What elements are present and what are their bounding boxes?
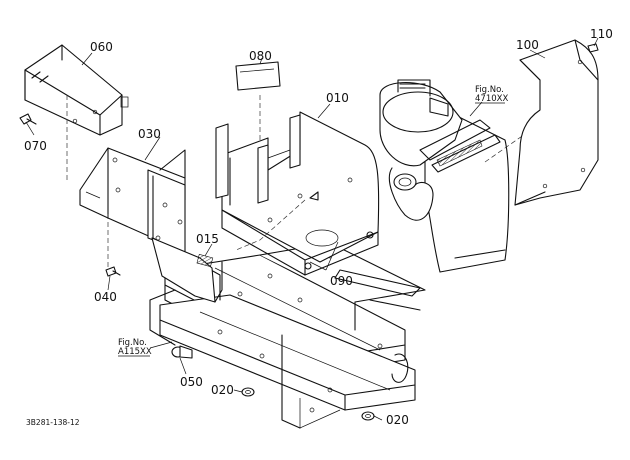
bolt-070 bbox=[19, 113, 37, 125]
label-030: 030 bbox=[138, 127, 161, 141]
label-020-right: 020 bbox=[386, 413, 409, 427]
part-100-cover bbox=[514, 39, 599, 206]
fig-ref-tank-line1: Fig.No. bbox=[475, 85, 504, 95]
label-050: 050 bbox=[180, 375, 203, 389]
label-015: 015 bbox=[196, 232, 219, 246]
label-040: 040 bbox=[94, 290, 117, 304]
nut-020-left bbox=[241, 387, 255, 397]
part-060-cover bbox=[24, 44, 129, 180]
bolt-040 bbox=[105, 266, 121, 277]
fig-ref-frame-line2: A115XX bbox=[118, 347, 152, 357]
label-070: 070 bbox=[24, 139, 47, 153]
label-090: 090 bbox=[330, 274, 353, 288]
label-020-left: 020 bbox=[211, 383, 234, 397]
label-110: 110 bbox=[590, 27, 613, 41]
label-010: 010 bbox=[326, 91, 349, 105]
fig-ref-frame-line1: Fig.No. bbox=[118, 338, 147, 348]
part-080-label bbox=[235, 61, 281, 155]
label-080: 080 bbox=[249, 49, 272, 63]
tank-assembly bbox=[379, 79, 549, 273]
bolt-110 bbox=[587, 43, 599, 53]
nut-020-right bbox=[361, 411, 375, 421]
fig-ref-tank-line2: 4710XX bbox=[475, 94, 508, 104]
leader-lines bbox=[25, 37, 599, 421]
part-010-mount bbox=[215, 111, 380, 276]
part-030-bracket bbox=[79, 147, 223, 303]
drawing-code: 3B281-138-12 bbox=[26, 418, 80, 427]
fitting-050 bbox=[171, 345, 193, 359]
label-100: 100 bbox=[516, 38, 539, 52]
label-060: 060 bbox=[90, 40, 113, 54]
